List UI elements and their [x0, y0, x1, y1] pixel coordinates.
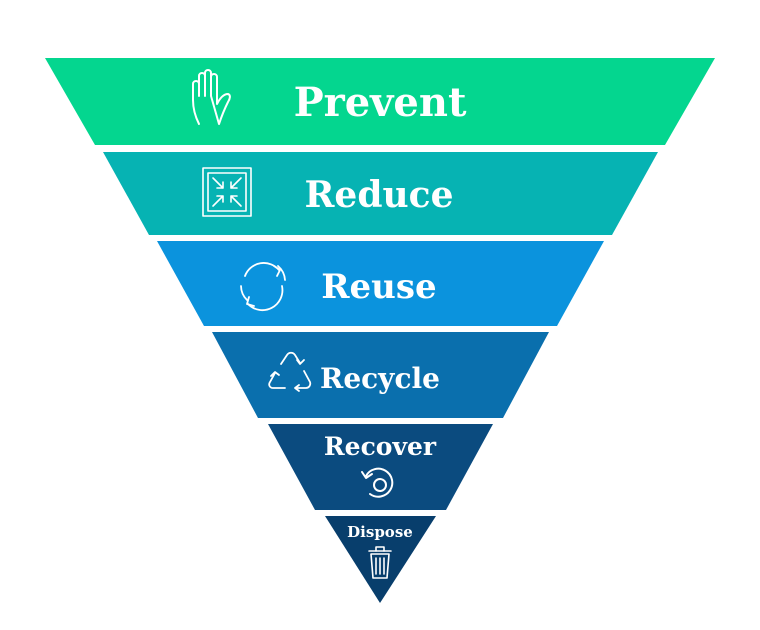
tier-label: Reuse [321, 267, 436, 307]
tier-label: Reduce [305, 174, 454, 216]
tier-prevent-band [45, 58, 715, 145]
trash-can-icon [368, 546, 392, 579]
tier-prevent: Prevent [45, 58, 715, 145]
recover-arrow-icon [361, 467, 394, 498]
tier-reuse-band [157, 241, 604, 326]
tier-recycle-band [212, 332, 549, 418]
tier-reduce: Reduce [103, 152, 658, 235]
tier-recover-band [268, 424, 493, 510]
tier-recover: Recover [268, 424, 493, 510]
tier-label: Recycle [320, 362, 440, 395]
circular-arrows-icon [240, 262, 286, 312]
compress-arrows-icon [202, 167, 252, 217]
tier-dispose: Dispose [325, 516, 436, 603]
tier-label: Recover [324, 432, 437, 461]
tier-label: Prevent [294, 79, 467, 126]
tier-reuse: Reuse [157, 241, 604, 326]
tier-recycle: Recycle [212, 332, 549, 418]
hand-stop-icon [192, 69, 231, 125]
recycle-icon [268, 351, 312, 392]
tier-label: Dispose [347, 523, 413, 541]
